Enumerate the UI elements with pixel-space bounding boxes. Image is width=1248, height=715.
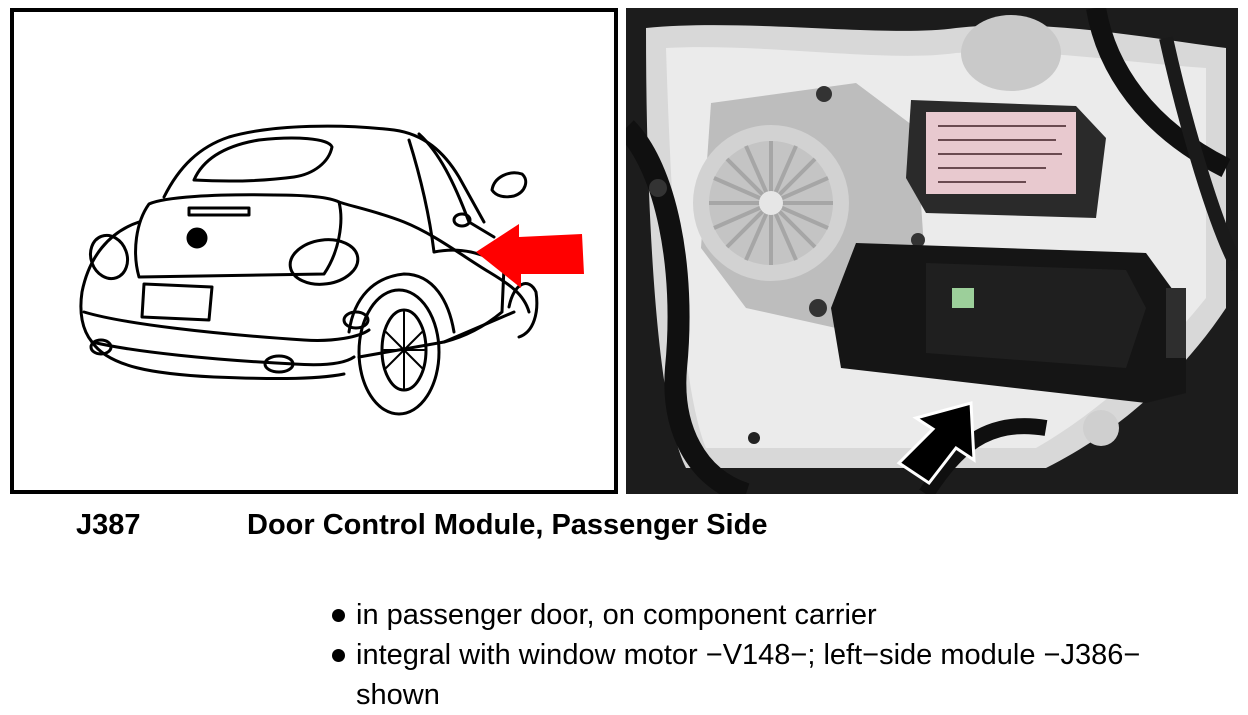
note-item: in passenger door, on component carrier	[330, 595, 1230, 635]
rear-bumper-upper	[79, 220, 356, 367]
car-line-drawing-panel	[10, 8, 618, 494]
note-text: integral with window motor −V148−; left−…	[356, 639, 1141, 711]
car-roof-outline	[162, 124, 486, 224]
vw-emblem	[186, 227, 208, 249]
rear-window	[192, 136, 334, 183]
bullet-icon	[332, 609, 345, 622]
note-item: integral with window motor −V148−; left−…	[330, 635, 1230, 715]
rear-wheel	[357, 288, 441, 416]
door-window-frame	[417, 132, 496, 239]
body-side-line	[337, 200, 531, 314]
passenger-door	[432, 248, 506, 344]
notes-list: in passenger door, on component carrier …	[330, 595, 1230, 715]
license-plate	[140, 282, 214, 322]
window-motor-photo	[626, 8, 1238, 494]
bullet-icon	[332, 649, 345, 662]
note-text: in passenger door, on component carrier	[356, 599, 877, 631]
left-tail-light	[88, 233, 130, 281]
door-module-photo-panel	[626, 8, 1238, 494]
black-arrow-icon	[896, 401, 976, 486]
red-arrow-icon	[476, 224, 584, 288]
component-title: Door Control Module, Passenger Side	[247, 509, 768, 541]
door-handle	[452, 212, 472, 228]
car-rear-illustration	[79, 124, 584, 416]
side-mirror	[490, 171, 528, 199]
right-tail-light	[288, 238, 360, 286]
component-code: J387	[76, 509, 141, 541]
